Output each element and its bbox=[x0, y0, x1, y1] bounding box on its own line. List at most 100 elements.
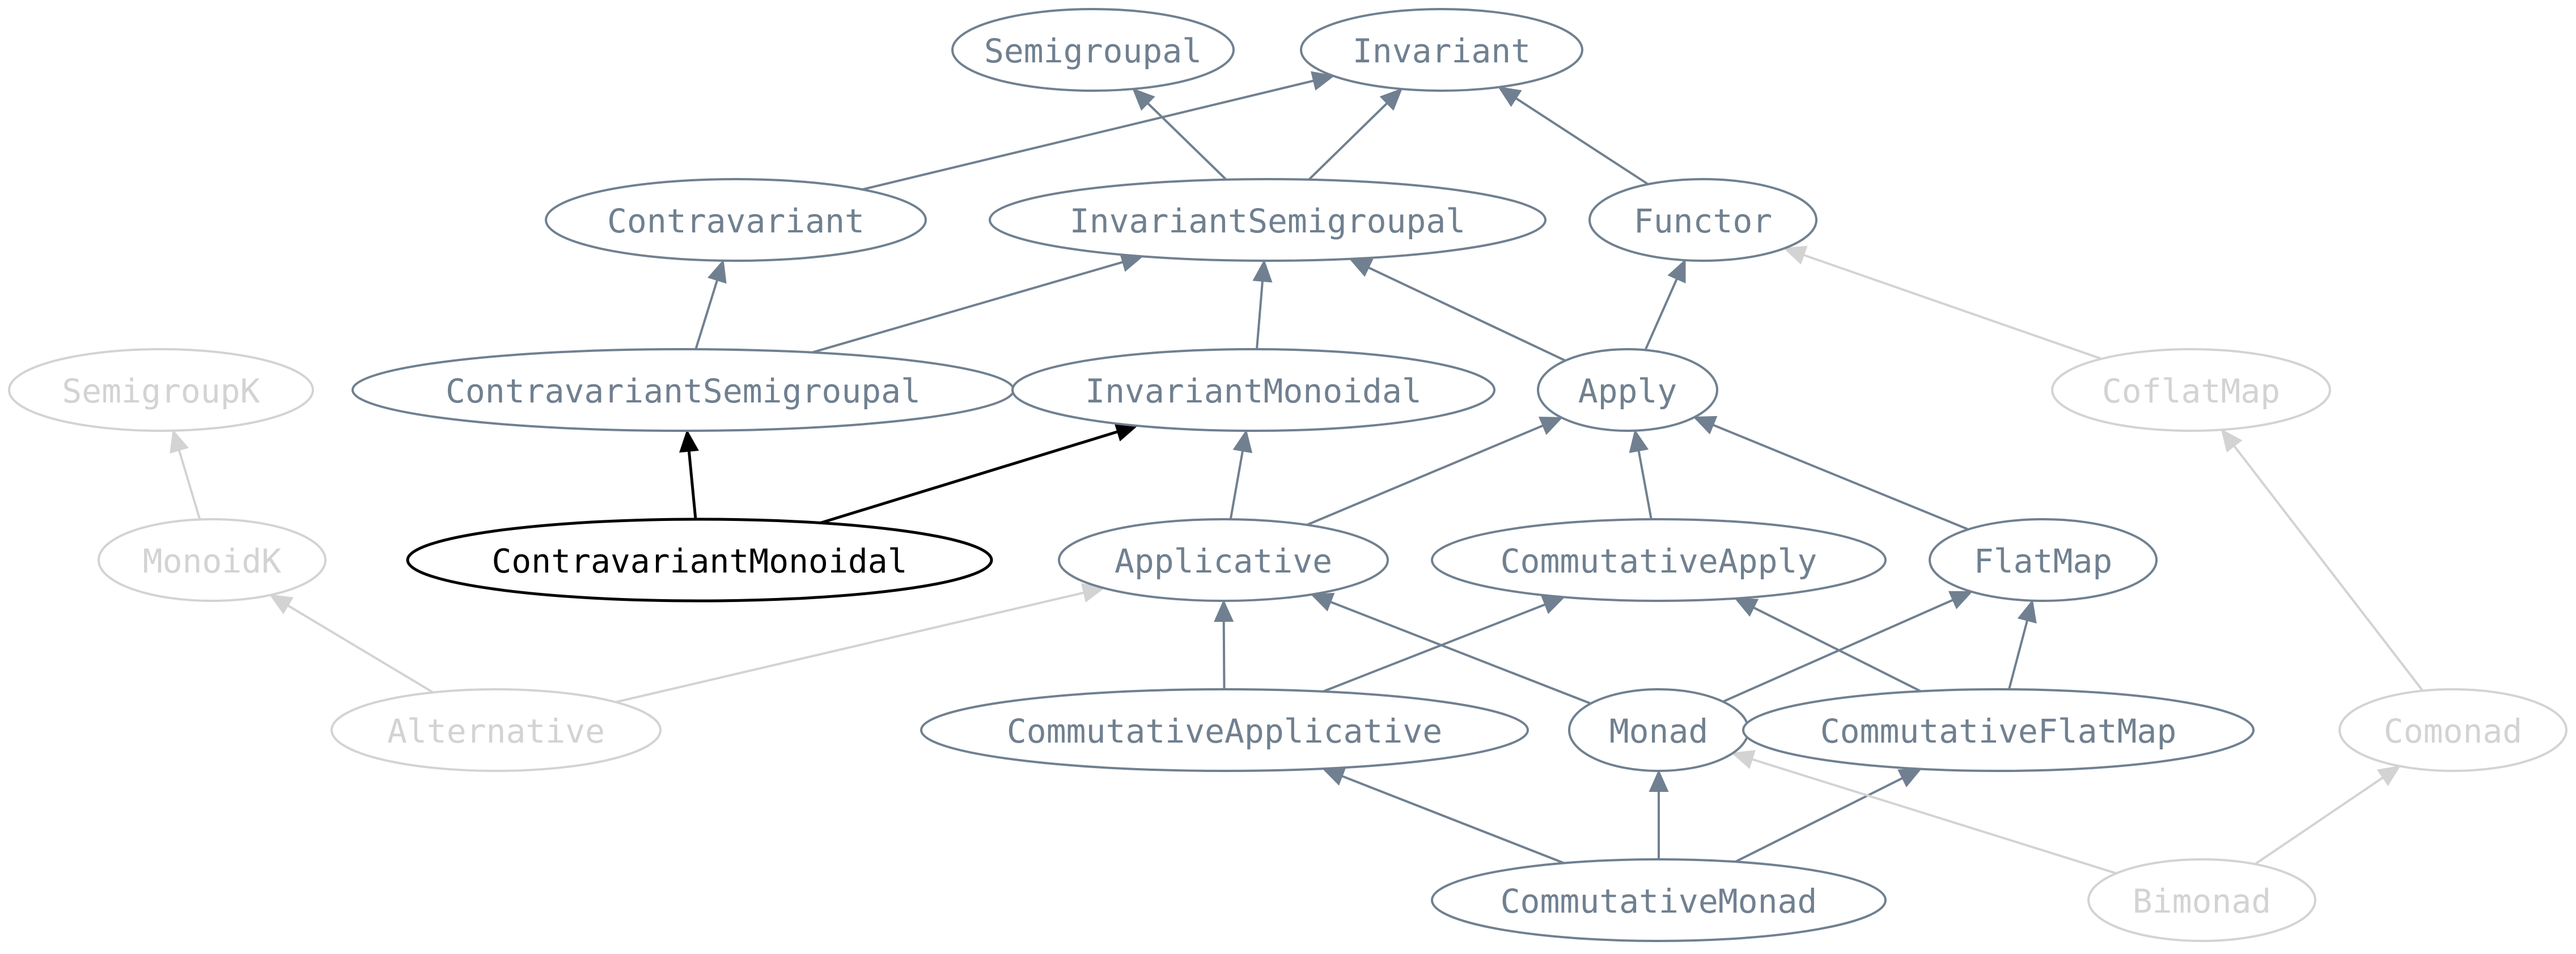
edge-bimonad-to-monad bbox=[1731, 750, 2117, 875]
edge-line bbox=[1803, 254, 2102, 360]
edge-line bbox=[1256, 281, 1264, 350]
edge-coflatmap-to-functor bbox=[1783, 245, 2102, 360]
node-monad[interactable]: Monad bbox=[1568, 688, 1749, 772]
node-ellipse bbox=[2087, 858, 2316, 942]
edge-line bbox=[287, 604, 434, 694]
arrowhead-icon bbox=[1132, 88, 1155, 111]
edge-line bbox=[2007, 620, 2028, 690]
edge-line bbox=[1713, 423, 1969, 531]
arrowhead-icon bbox=[1379, 88, 1403, 111]
node-applicative[interactable]: Applicative bbox=[1058, 518, 1389, 602]
node-contravariant-monoidal[interactable]: ContravariantMonoidal bbox=[406, 518, 993, 603]
node-commutative-flatmap[interactable]: CommutativeFlatMap bbox=[1742, 688, 2255, 772]
node-label: Comonad bbox=[2384, 712, 2522, 751]
arrowhead-icon bbox=[1310, 592, 1335, 612]
arrowhead-icon bbox=[2376, 765, 2401, 786]
node-invariant-monoidal[interactable]: InvariantMonoidal bbox=[1011, 348, 1495, 432]
edge-line bbox=[1515, 97, 1649, 185]
edge-bimonad-to-comonad bbox=[2254, 765, 2401, 866]
node-label: Apply bbox=[1578, 372, 1677, 410]
node-apply[interactable]: Apply bbox=[1537, 348, 1718, 432]
node-contravariant-semigroupal[interactable]: ContravariantSemigroupal bbox=[351, 348, 1015, 432]
node-label: ContravariantSemigroupal bbox=[446, 372, 921, 410]
edge-flatmap-to-apply bbox=[1693, 415, 1969, 531]
arrowhead-icon bbox=[1321, 767, 1346, 786]
node-label: CommutativeApplicative bbox=[1007, 712, 1442, 751]
node-label: Functor bbox=[1634, 202, 1772, 240]
node-ellipse bbox=[98, 518, 327, 602]
edge-commutative-applicative-to-applicative bbox=[1214, 599, 1234, 690]
node-commutative-applicative[interactable]: CommutativeApplicative bbox=[920, 688, 1529, 772]
node-ellipse bbox=[8, 348, 314, 432]
edge-monad-to-flatmap bbox=[1722, 591, 1973, 703]
node-label: CommutativeMonad bbox=[1501, 882, 1817, 921]
node-ellipse bbox=[1929, 518, 2158, 602]
node-label: SemigroupK bbox=[62, 372, 260, 410]
edge-line bbox=[1147, 102, 1227, 181]
node-ellipse bbox=[331, 688, 662, 772]
edge-line bbox=[862, 79, 1314, 191]
node-ellipse bbox=[1300, 8, 1583, 92]
edge-line bbox=[1222, 621, 1226, 690]
edge-contravariant-monoidal-to-invariant-monoidal bbox=[820, 422, 1139, 524]
node-label: MonoidK bbox=[143, 542, 282, 580]
node-flatmap[interactable]: FlatMap bbox=[1929, 518, 2158, 602]
edge-line bbox=[694, 279, 719, 350]
arrowhead-icon bbox=[1311, 71, 1335, 91]
node-invariant-semigroupal[interactable]: InvariantSemigroupal bbox=[989, 178, 1547, 262]
arrowhead-icon bbox=[1629, 429, 1649, 453]
edge-commutative-monad-to-monad bbox=[1649, 769, 1669, 859]
node-commutative-apply[interactable]: CommutativeApply bbox=[1431, 518, 1887, 602]
edge-line bbox=[812, 261, 1124, 354]
node-functor[interactable]: Functor bbox=[1588, 178, 1817, 262]
edge-contravariant-to-invariant bbox=[862, 71, 1335, 191]
node-invariant[interactable]: Invariant bbox=[1300, 8, 1583, 92]
arrowhead-icon bbox=[1948, 591, 1973, 609]
node-label: InvariantSemigroupal bbox=[1070, 202, 1465, 240]
edge-commutative-flatmap-to-commutative-apply bbox=[1734, 597, 1921, 693]
arrowhead-icon bbox=[1649, 769, 1669, 792]
arrowhead-icon bbox=[1734, 597, 1759, 617]
edge-line bbox=[2233, 445, 2424, 692]
node-semigroupk[interactable]: SemigroupK bbox=[8, 348, 314, 432]
node-coflatmap[interactable]: CoflatMap bbox=[2051, 348, 2331, 432]
node-label: Invariant bbox=[1353, 32, 1531, 70]
node-commutative-monad[interactable]: CommutativeMonad bbox=[1431, 858, 1887, 942]
node-ellipse bbox=[920, 688, 1529, 772]
edge-contravariant-monoidal-to-contravariant-semigroupal bbox=[679, 429, 699, 520]
edge-comonad-to-coflatmap bbox=[2221, 429, 2424, 692]
edge-functor-to-invariant bbox=[1497, 86, 1649, 185]
node-comonad[interactable]: Comonad bbox=[2338, 688, 2567, 772]
edge-applicative-to-invariant-monoidal bbox=[1229, 429, 1253, 520]
node-label: Monad bbox=[1609, 712, 1709, 751]
node-label: Alternative bbox=[387, 712, 605, 751]
node-monoidk[interactable]: MonoidK bbox=[98, 518, 327, 602]
arrowhead-icon bbox=[1783, 245, 1808, 265]
arrowhead-icon bbox=[1541, 595, 1566, 614]
edge-line bbox=[1308, 102, 1388, 181]
node-ellipse bbox=[1058, 518, 1389, 602]
edge-commutative-applicative-to-commutative-apply bbox=[1323, 595, 1566, 693]
node-alternative[interactable]: Alternative bbox=[331, 688, 662, 772]
arrowhead-icon bbox=[707, 259, 727, 284]
node-label: Bimonad bbox=[2133, 882, 2271, 921]
node-label: CoflatMap bbox=[2102, 372, 2280, 410]
edge-line bbox=[1229, 451, 1244, 520]
arrowhead-icon bbox=[679, 429, 699, 453]
arrowhead-icon bbox=[2017, 599, 2037, 624]
node-ellipse bbox=[1011, 348, 1495, 432]
edge-line bbox=[2254, 777, 2384, 866]
node-bimonad[interactable]: Bimonad bbox=[2087, 858, 2316, 942]
edge-line bbox=[1368, 266, 1566, 362]
node-semigroupal[interactable]: Semigroupal bbox=[951, 8, 1235, 92]
node-label: ContravariantMonoidal bbox=[492, 542, 907, 580]
node-contravariant[interactable]: Contravariant bbox=[545, 178, 927, 262]
node-label: Contravariant bbox=[607, 202, 865, 240]
edge-line bbox=[1644, 278, 1678, 351]
arrowhead-icon bbox=[1897, 768, 1922, 787]
edge-line bbox=[1753, 607, 1921, 693]
node-label: CommutativeFlatMap bbox=[1820, 712, 2177, 751]
node-ellipse bbox=[1742, 688, 2255, 772]
edge-monad-to-applicative bbox=[1310, 592, 1591, 705]
